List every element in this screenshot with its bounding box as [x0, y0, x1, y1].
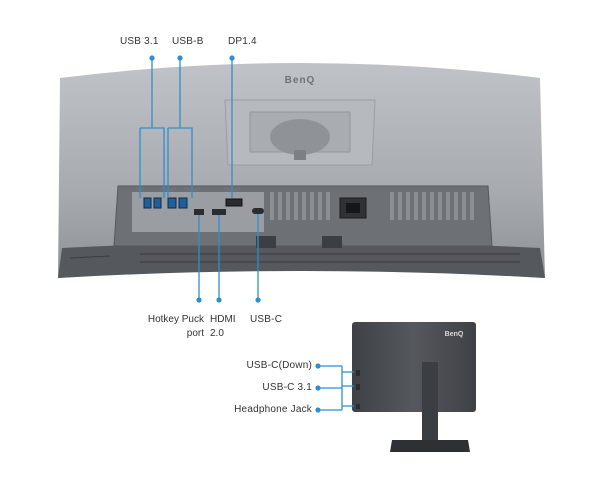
label-usbc31: USB-C 3.1	[262, 382, 312, 393]
dp-port	[225, 198, 243, 207]
usb31-port-1	[143, 197, 152, 209]
label-hdmi-line1: HDMI	[210, 314, 236, 325]
label-hdmi-line2: 2.0	[210, 328, 224, 339]
hdmi-port	[212, 209, 226, 215]
label-dp14: DP1.4	[228, 36, 257, 47]
label-hotkey-line1: Hotkey Puck	[147, 314, 204, 325]
hotkey-puck-port	[194, 209, 204, 215]
label-hotkey-puck: Hotkey Puck port	[142, 313, 204, 341]
label-hotkey-line2: port	[186, 328, 204, 339]
label-hdmi: HDMI 2.0	[210, 313, 236, 341]
label-headphone-jack: Headphone Jack	[234, 404, 312, 415]
label-usbb: USB-B	[172, 36, 204, 47]
callout-lines	[139, 58, 259, 300]
monitor-side-illustration: BenQ	[352, 322, 476, 452]
monitor-bottom-strip	[58, 242, 545, 278]
usbb-port-2	[178, 197, 188, 209]
brand-logo-back: BenQ	[285, 75, 316, 86]
usbb-port-1	[167, 197, 177, 209]
brand-logo-side: BenQ	[445, 331, 464, 338]
label-usbc-down: USB-C(Down)	[246, 360, 312, 371]
label-usbc: USB-C	[250, 314, 283, 325]
usb31-port-2	[153, 197, 162, 209]
usbc-port	[252, 208, 264, 214]
stand-connector	[270, 119, 330, 155]
label-usb31: USB 3.1	[120, 36, 159, 47]
